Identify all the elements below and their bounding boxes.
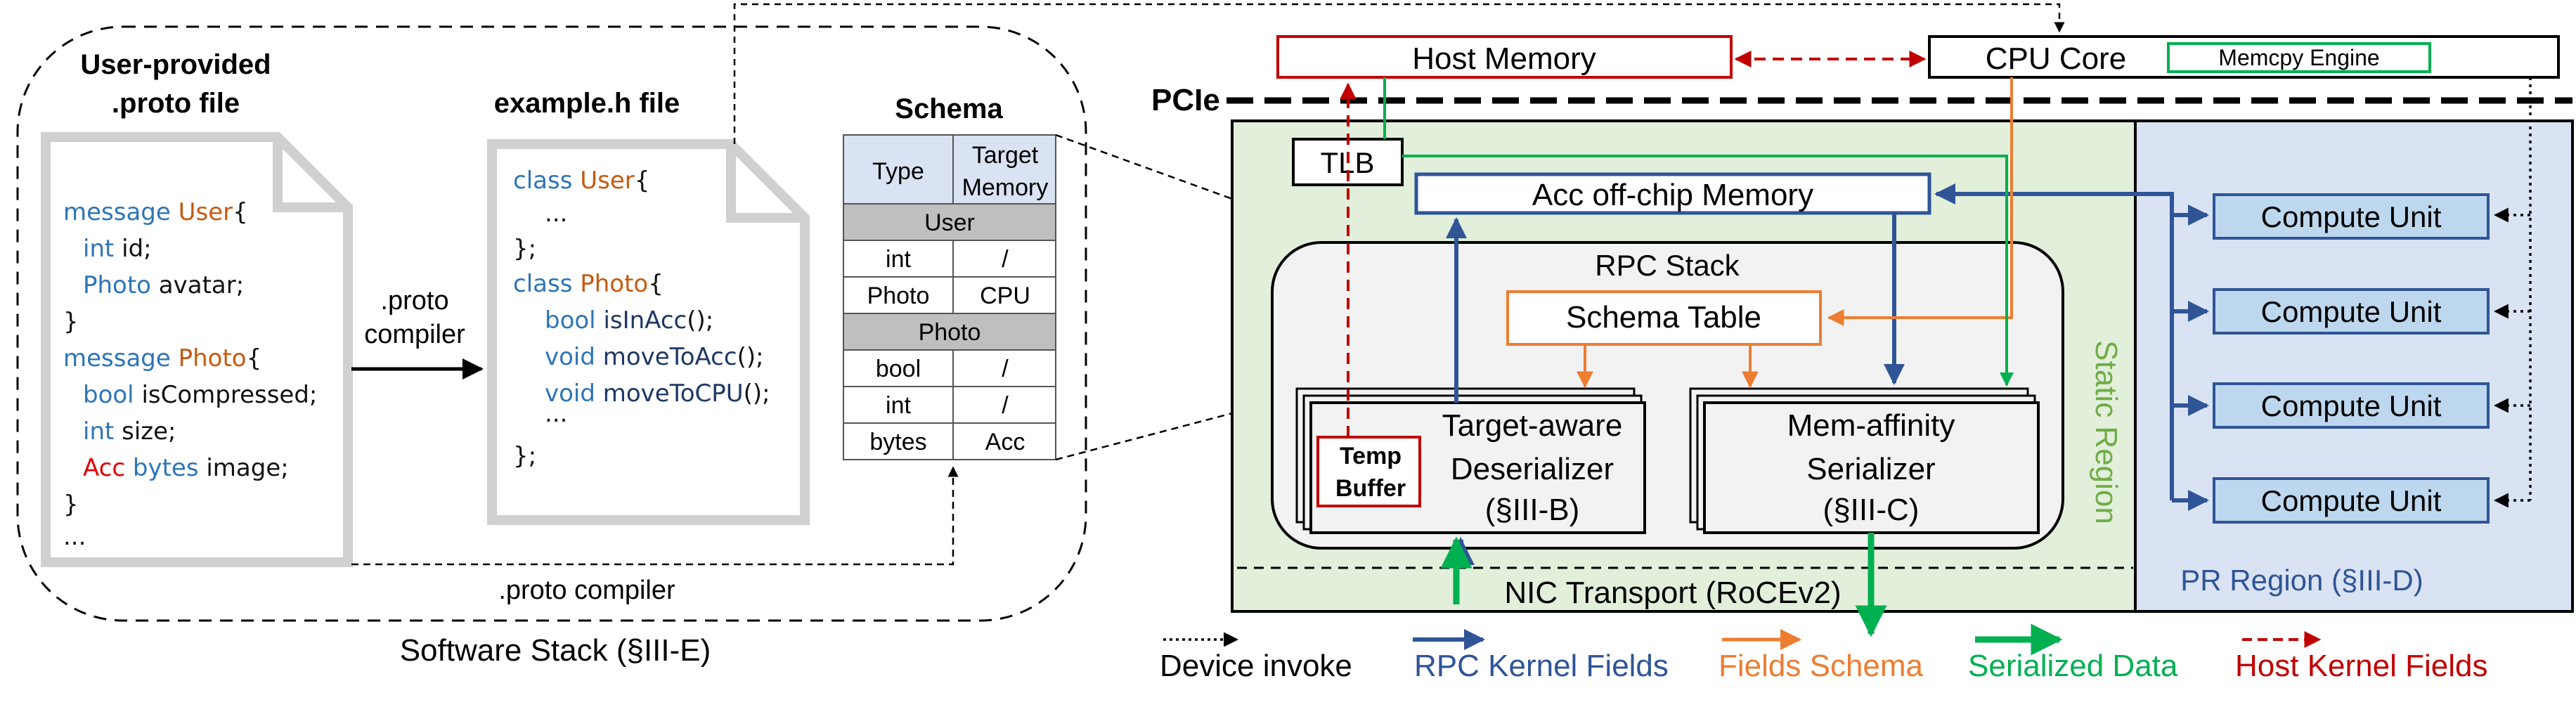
schema-col-type: Type (872, 158, 924, 185)
host-memory (1276, 35, 1733, 79)
svg-text:class User{: class User{ (513, 167, 649, 195)
schema-cell: int (886, 246, 911, 273)
schema-cell: bytes (869, 429, 926, 455)
deserializer-label-2: Deserializer (1451, 452, 1614, 486)
compiler-arrow-label-2: compiler (364, 320, 465, 349)
legend: Device invoke RPC Kernel Fields Fields S… (1160, 623, 2487, 683)
schema-group-photo: Photo (919, 319, 981, 346)
schema-table-box (1506, 290, 1822, 346)
serializer-label-3: (§III-C) (1823, 493, 1920, 527)
svg-text:...: ... (63, 523, 86, 551)
schema-cell: int (886, 392, 911, 419)
proto-file-doc-icon (41, 132, 353, 567)
static-region-label: Static Region (2089, 340, 2123, 524)
schema-table (843, 134, 1056, 460)
svg-text:};: }; (513, 235, 536, 263)
svg-text:void moveToCPU();: void moveToCPU(); (545, 380, 770, 408)
compute-unit-label: Compute Unit (2261, 484, 2442, 517)
svg-text:message Photo{: message Photo{ (63, 344, 261, 372)
svg-text:message User{: message User{ (63, 198, 248, 226)
schema-cell: / (1002, 356, 1009, 382)
svg-text:Photo avatar;: Photo avatar; (83, 271, 244, 299)
compute-unit (2213, 288, 2490, 335)
temp-buffer (1316, 436, 1421, 507)
compute-unit (2213, 382, 2490, 429)
acc-offchip-memory (1414, 172, 1931, 215)
schema-group-user: User (924, 209, 975, 236)
host-memory-label: Host Memory (1412, 41, 1596, 76)
cpu-core-label: CPU Core (1986, 41, 2127, 76)
svg-text:void moveToAcc();: void moveToAcc(); (545, 343, 764, 371)
schema-cell: CPU (980, 283, 1030, 309)
svg-text:bool isCompressed;: bool isCompressed; (83, 381, 317, 409)
compute-unit-label: Compute Unit (2261, 389, 2442, 422)
serializer-label: Mem-affinity (1787, 408, 1955, 443)
proto-file-title-2: .proto file (112, 88, 240, 119)
compute-unit-label: Compute Unit (2261, 295, 2442, 328)
svg-text:...: ... (545, 200, 567, 228)
temp-buffer-label: Temp (1340, 443, 1402, 469)
svg-text:class Photo{: class Photo{ (513, 270, 664, 298)
header-file-doc-icon (487, 139, 810, 525)
compute-units (2213, 193, 2490, 524)
proto-file-title: User-provided (80, 49, 271, 80)
schema-col-target: Target (972, 142, 1039, 169)
proto-file-doc-fold (273, 137, 348, 212)
legend-serialized-data: Serialized Data (1968, 649, 2178, 683)
header-to-cpu-link (733, 3, 2065, 144)
compute-unit (2213, 477, 2490, 524)
legend-device-invoke: Device invoke (1160, 649, 1352, 683)
serializer (1703, 401, 2040, 534)
header-file-title: example.h file (494, 88, 680, 119)
acc-memory-label: Acc off-chip Memory (1532, 178, 1813, 212)
blue-acc-cu-bus (1934, 183, 2174, 500)
nic-transport-label: NIC Transport (RoCEv2) (1504, 576, 1841, 610)
schema-cell: Acc (985, 429, 1025, 455)
pcie-label: PCIe (1151, 83, 1220, 117)
deserializer-label: Target-aware (1442, 408, 1623, 443)
software-stack-boundary (16, 25, 1087, 622)
schema-title: Schema (895, 93, 1003, 124)
schema-col-target-2: Memory (962, 174, 1049, 201)
temp-buffer-label-2: Buffer (1335, 475, 1406, 502)
compiler-arrow-label: .proto (380, 286, 448, 316)
software-stack-title: Software Stack (§III-E) (400, 633, 711, 668)
svg-text:}: } (63, 308, 79, 336)
header-file-doc-fold (726, 144, 805, 223)
svg-text:Acc bytes image;: Acc bytes image; (83, 454, 289, 482)
memcpy-engine-label: Memcpy Engine (2218, 45, 2379, 70)
schema-cell: bool (876, 356, 921, 382)
schema-cell: Photo (867, 283, 930, 309)
bottom-compiler-label: .proto compiler (498, 576, 675, 605)
legend-fields-schema: Fields Schema (1719, 649, 1924, 683)
pr-region-label: PR Region (§III-D) (2180, 564, 2423, 597)
schema-table-label: Schema Table (1566, 300, 1761, 335)
svg-text:bool isInAcc();: bool isInAcc(); (545, 306, 713, 335)
deserializer-label-3: (§III-B) (1485, 493, 1579, 527)
legend-host-kernel-fields: Host Kernel Fields (2235, 649, 2487, 683)
proto-file-code: message User{ int id; Photo avatar; } me… (63, 198, 317, 551)
green-tlb-to-ser (1402, 155, 2014, 387)
header-file-code: class User{ ... }; class Photo{ bool isI… (513, 167, 770, 470)
schema-cell: / (1002, 392, 1009, 419)
proto-compiler-path (351, 466, 959, 566)
legend-rpc-kernel-fields: RPC Kernel Fields (1414, 649, 1669, 683)
serializer-label-2: Serializer (1806, 452, 1935, 486)
memcpy-engine (2167, 42, 2431, 73)
svg-text:};: }; (513, 442, 536, 470)
schema-cell: / (1002, 246, 1009, 273)
svg-text:int id;: int id; (83, 235, 152, 263)
svg-text:int size;: int size; (83, 417, 176, 446)
svg-text:...: ... (545, 400, 567, 428)
compute-unit-label: Compute Unit (2261, 200, 2442, 233)
compute-unit (2213, 193, 2490, 240)
rpc-stack-label: RPC Stack (1595, 249, 1740, 282)
orange-cpu-to-schema (1827, 77, 2013, 326)
svg-text:}: } (63, 491, 79, 519)
